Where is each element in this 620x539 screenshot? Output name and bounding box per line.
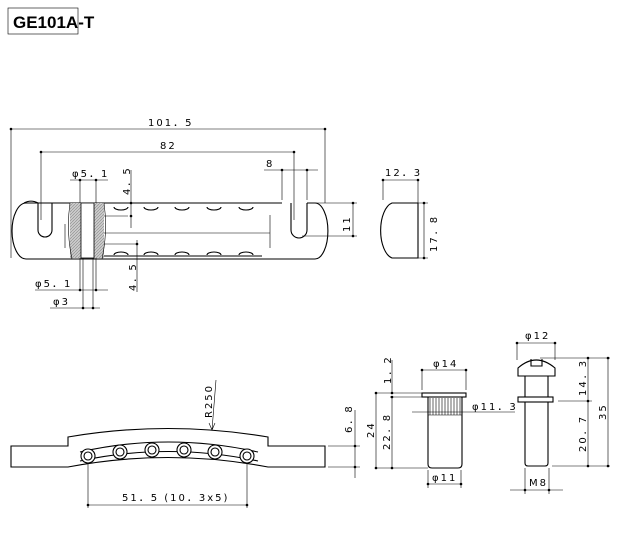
dim-hole-dia-bottom: φ5．1 xyxy=(35,279,72,290)
dim-thread: M8 xyxy=(529,478,548,489)
dim-end-height: 17．8 xyxy=(429,215,440,252)
stud: φ12 14．3 20．7 35 M8 xyxy=(510,331,610,494)
dim-side-height: 6．8 xyxy=(344,404,355,433)
dim-knurl-dia: φ11．3 xyxy=(472,402,518,413)
string-holes xyxy=(104,206,262,257)
dim-post-spacing: 82 xyxy=(160,141,177,152)
top-view: 101．5 82 8 11 φ5．1 4．5 4．5 φ5．1 φ3 xyxy=(9,118,357,310)
dim-head-length: 14．3 xyxy=(578,359,589,396)
dim-body-dia: φ11 xyxy=(432,473,457,484)
bushing: φ14 1．2 φ11．3 24 22．8 φ11 xyxy=(366,355,518,488)
dim-shaft-length: 20．7 xyxy=(578,415,589,452)
dim-bushing-body: 22．8 xyxy=(382,413,393,450)
dim-head-dia: φ12 xyxy=(525,331,550,342)
title-text: GE101A-T xyxy=(13,13,95,32)
dim-hole-dia-small: φ3 xyxy=(53,297,70,308)
end-view: 12．3 17．8 xyxy=(380,168,440,260)
string-holes-side xyxy=(80,442,255,464)
dim-stud-total: 35 xyxy=(598,403,609,420)
dim-flange-thickness: 1．2 xyxy=(383,355,394,384)
dim-height: 11 xyxy=(342,215,353,232)
dim-offset-top: 4．5 xyxy=(122,166,133,195)
dim-end-width: 12．3 xyxy=(385,168,422,179)
dim-bushing-total: 24 xyxy=(366,421,377,438)
dim-radius: R250 xyxy=(204,384,215,418)
dim-overall-length: 101．5 xyxy=(148,118,193,129)
dim-flange-dia: φ14 xyxy=(433,359,458,370)
dim-offset-bottom: 4．5 xyxy=(128,262,139,291)
dim-hole-dia-top: φ5．1 xyxy=(72,169,109,180)
side-view: R250 6．8 51．5 (10．3x5) xyxy=(10,379,360,508)
dim-slot-width: 8 xyxy=(266,159,274,170)
dim-string-spacing: 51．5 (10．3x5) xyxy=(122,493,229,504)
title-box: GE101A-T xyxy=(7,7,95,35)
